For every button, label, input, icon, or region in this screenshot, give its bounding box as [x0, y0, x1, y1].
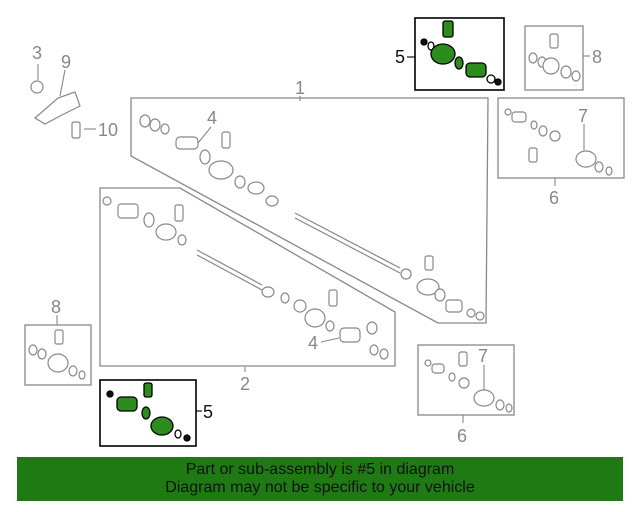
callout-8-top: 8 [592, 47, 602, 67]
callout-2: 2 [240, 374, 250, 394]
box-6-bottom [417, 344, 515, 416]
rear-shaft [294, 212, 401, 269]
callout-4-bottom: 4 [308, 333, 318, 353]
banner-line-2: Diagram may not be specific to your vehi… [165, 479, 475, 496]
box-6-top [497, 97, 625, 179]
callout-8-left: 8 [51, 297, 61, 317]
part-9-bracket [33, 91, 81, 125]
box-8-top [524, 25, 584, 91]
banner-line-1: Part or sub-assembly is #5 in diagram [185, 461, 455, 478]
panel-2-outline [99, 187, 396, 367]
info-banner: Part or sub-assembly is #5 in diagram Di… [17, 457, 623, 501]
box-5-top [414, 17, 505, 91]
box-5-bottom [99, 379, 197, 447]
callout-10: 10 [98, 120, 118, 140]
callout-5-top: 5 [395, 47, 405, 67]
callout-9: 9 [61, 52, 71, 72]
callout-6-top: 6 [549, 188, 559, 208]
callout-6-bottom: 6 [457, 426, 467, 446]
callout-7-top: 7 [578, 106, 588, 126]
front-shaft [196, 249, 263, 286]
callout-3: 3 [32, 43, 42, 63]
callout-1: 1 [295, 78, 305, 98]
panel-1-outline [130, 97, 489, 324]
callout-5-bottom: 5 [203, 402, 213, 422]
parts-diagram: 1 2 3 9 10 4 4 5 5 6 6 7 7 8 8 [24, 17, 625, 447]
part-3-nut [30, 80, 44, 94]
callout-7-bottom: 7 [478, 346, 488, 366]
callout-4-top: 4 [207, 108, 217, 128]
part-10-bolt [71, 121, 81, 139]
box-8-left [24, 324, 92, 386]
